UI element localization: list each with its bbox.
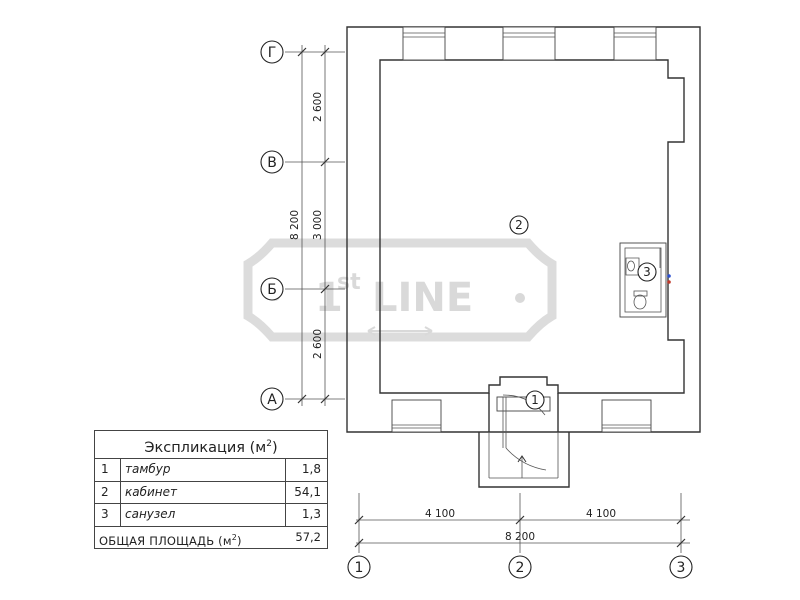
- svg-text:3: 3: [677, 560, 686, 576]
- table-row: 1 тамбур 1,8: [95, 459, 327, 482]
- explication-title: Экспликация (м2): [95, 431, 327, 459]
- svg-text:Б: Б: [267, 282, 277, 298]
- entrance-vestibule: [478, 393, 570, 488]
- room-area: 1,8: [301, 462, 321, 476]
- total-area-row: ОБЩАЯ ПЛОЩАДЬ (м2) 57,2: [95, 527, 327, 549]
- room-area: 54,1: [294, 484, 321, 499]
- axis-marker-a: А: [260, 387, 284, 411]
- dimension-horizontal-segment-2: 4 100: [586, 508, 616, 520]
- total-area-label: ОБЩАЯ ПЛОЩАДЬ (м2): [99, 532, 242, 548]
- svg-text:3: 3: [643, 265, 651, 279]
- svg-text:2: 2: [516, 560, 525, 576]
- dimension-horizontal-segment-1: 4 100: [425, 508, 455, 520]
- svg-text:2: 2: [515, 218, 523, 232]
- toilet-icon: [633, 290, 648, 310]
- dimension-vertical-segment-3: 2 600: [312, 329, 324, 359]
- room-marker-3: 3: [637, 262, 657, 282]
- axis-marker-v: В: [260, 150, 284, 174]
- watermark-brand-sup: st: [337, 270, 361, 295]
- room-name: санузел: [121, 504, 286, 526]
- watermark-brand-word: LINE: [372, 275, 473, 321]
- axis-marker-col-3: 3: [669, 555, 693, 579]
- room-area: 1,3: [301, 507, 321, 521]
- watermark-brand-main: 1: [315, 275, 343, 321]
- svg-text:А: А: [267, 392, 277, 408]
- windows-top: [402, 26, 657, 61]
- svg-text:1: 1: [531, 393, 539, 407]
- room-marker-2: 2: [509, 215, 529, 235]
- vertical-dimensions: 8 200 2 600 3 000 2 600: [289, 45, 330, 406]
- building-walls: [346, 26, 701, 433]
- svg-text:В: В: [267, 155, 277, 171]
- svg-text:Г: Г: [268, 45, 277, 61]
- table-row: 3 санузел 1,3: [95, 504, 327, 527]
- axis-marker-b: Б: [260, 277, 284, 301]
- explication-table: Экспликация (м2) 1 тамбур 1,8 2 кабинет …: [94, 430, 328, 549]
- axis-marker-g: Г: [260, 40, 284, 64]
- dimension-vertical-segment-1: 2 600: [312, 92, 324, 122]
- axis-marker-col-2: 2: [508, 555, 532, 579]
- row-axis-lines: [285, 51, 345, 400]
- horizontal-dimensions: 4 100 4 100 8 200: [354, 493, 690, 553]
- table-row: 2 кабинет 54,1: [95, 481, 327, 504]
- room-name: кабинет: [121, 481, 286, 503]
- room-marker-1: 1: [525, 390, 545, 410]
- row-number: 2: [95, 481, 121, 503]
- row-number: 3: [95, 504, 121, 526]
- total-area-value: 57,2: [295, 529, 321, 544]
- dimension-horizontal-total: 8 200: [505, 531, 535, 543]
- dimension-vertical-total: 8 200: [289, 210, 301, 240]
- watermark-logo: 1 st LINE: [243, 238, 557, 342]
- svg-text:1: 1: [355, 560, 364, 576]
- windows-bottom: [391, 399, 652, 433]
- room-name: тамбур: [121, 459, 286, 481]
- dimension-vertical-segment-2: 3 000: [312, 210, 324, 240]
- axis-marker-col-1: 1: [347, 555, 371, 579]
- row-number: 1: [95, 459, 121, 481]
